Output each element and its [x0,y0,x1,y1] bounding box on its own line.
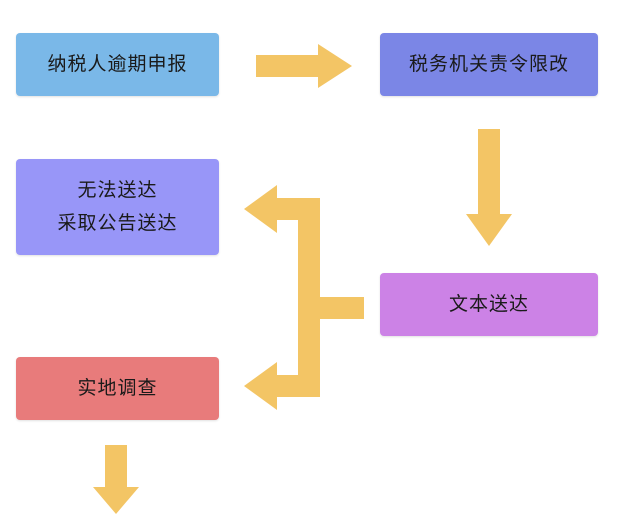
node-field-survey: 实地调查 [16,357,219,420]
node-label: 纳税人逾期申报 [47,53,188,75]
node-taxpayer-late-filing: 纳税人逾期申报 [16,33,219,96]
node-tax-authority-order: 税务机关责令限改 [380,33,598,96]
node-label: 无法送达 采取公告送达 [57,179,178,234]
node-label: 实地调查 [77,377,158,399]
node-label: 文本送达 [448,293,529,315]
node-document-delivery: 文本送达 [380,273,598,336]
arrow-deliver-to-notice-and-survey [244,185,364,410]
arrow-apply-to-order [256,44,352,88]
arrow-order-to-deliver [466,129,512,246]
node-public-notice-delivery: 无法送达 采取公告送达 [16,159,219,255]
node-label: 税务机关责令限改 [408,53,569,75]
arrow-survey-down [93,445,139,514]
